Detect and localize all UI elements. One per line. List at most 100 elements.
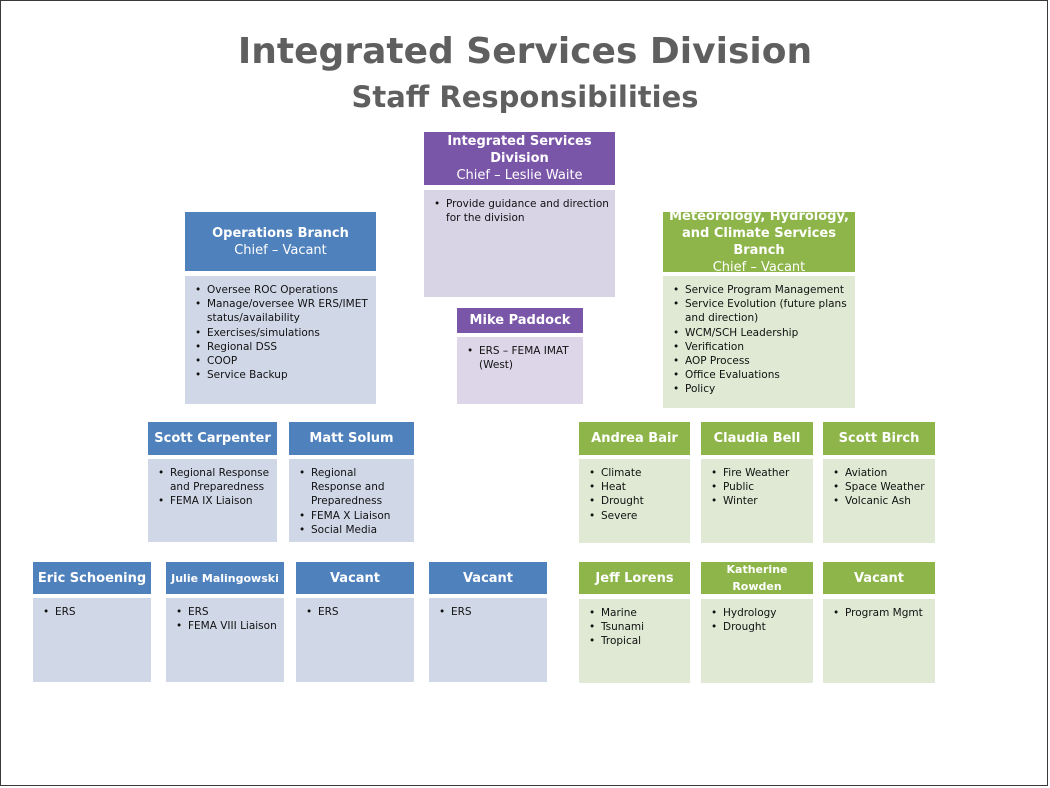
duty-item: Marine	[589, 606, 684, 620]
vacant-ers-name-2: Vacant	[462, 570, 514, 586]
division-chief-box: Integrated Services Division Chief – Les…	[424, 132, 615, 297]
duty-item: Service Program Management	[673, 283, 849, 297]
duty-item: ERS	[176, 605, 278, 619]
malingowski-header: Julie Malingowski	[166, 562, 284, 594]
duty-item: Office Evaluations	[673, 368, 849, 382]
duty-item: Tropical	[589, 634, 684, 648]
duty-item: FEMA X Liaison	[299, 509, 408, 523]
carpenter-header: Scott Carpenter	[148, 422, 277, 455]
duty-item: FEMA VIII Liaison	[176, 619, 278, 633]
duty-item: Regional Response and Preparedness	[158, 466, 271, 494]
paddock-duties: ERS – FEMA IMAT (West)	[457, 337, 583, 404]
paddock-box: Mike Paddock ERS – FEMA IMAT (West)	[457, 308, 583, 404]
division-chief-duties: Provide guidance and direction for the d…	[424, 190, 615, 297]
duty-item: Fire Weather	[711, 466, 807, 480]
malingowski-duties: ERS FEMA VIII Liaison	[166, 598, 284, 682]
operations-branch-role: Chief – Vacant	[234, 242, 327, 258]
carpenter-name: Scott Carpenter	[154, 431, 271, 446]
duty-item: Hydrology	[711, 606, 807, 620]
birch-duties: Aviation Space Weather Volcanic Ash	[823, 459, 935, 543]
duty-item: Volcanic Ash	[833, 494, 929, 508]
page-title: Integrated Services Division	[237, 31, 813, 72]
vacant-ers-box-1: Vacant ERS	[296, 562, 414, 682]
duty-item: Program Mgmt	[833, 606, 929, 620]
solum-header: Matt Solum	[289, 422, 414, 455]
duty-item: Space Weather	[833, 480, 929, 494]
birch-header: Scott Birch	[823, 422, 935, 455]
solum-duties: Regional Response and Preparedness FEMA …	[289, 459, 414, 542]
vacant-ers-box-2: Vacant ERS	[429, 562, 547, 682]
mhcs-branch-role: Chief – Vacant	[712, 260, 806, 275]
duty-item: Winter	[711, 494, 807, 508]
division-chief-header: Integrated Services Division Chief – Les…	[424, 132, 615, 185]
solum-box: Matt Solum Regional Response and Prepare…	[289, 422, 414, 542]
operations-branch-header: Operations Branch Chief – Vacant	[185, 212, 376, 271]
bell-name: Claudia Bell	[713, 431, 801, 446]
duty-item: WCM/SCH Leadership	[673, 326, 849, 340]
duty-item: COOP	[195, 354, 370, 368]
bair-name: Andrea Bair	[591, 431, 678, 446]
duty-item: Tsunami	[589, 620, 684, 634]
page-subtitle: Staff Responsibilities	[351, 80, 699, 114]
vacant-program-name: Vacant	[853, 570, 905, 586]
rowden-duties: Hydrology Drought	[701, 599, 813, 683]
vacant-program-box: Vacant Program Mgmt	[823, 562, 935, 683]
bell-header: Claudia Bell	[701, 422, 813, 455]
duty-item: Regional Response and Preparedness	[299, 466, 408, 509]
duty-item: FEMA IX Liaison	[158, 494, 271, 508]
duty-item: Regional DSS	[195, 340, 370, 354]
duty-item: ERS – FEMA IMAT (West)	[467, 344, 577, 372]
lorens-box: Jeff Lorens Marine Tsunami Tropical	[579, 562, 690, 683]
bell-box: Claudia Bell Fire Weather Public Winter	[701, 422, 813, 543]
duty-item: Oversee ROC Operations	[195, 283, 370, 297]
vacant-program-header: Vacant	[823, 562, 935, 594]
schoening-duties: ERS	[33, 598, 151, 682]
birch-name: Scott Birch	[838, 431, 920, 446]
duty-item: Drought	[711, 620, 807, 634]
division-name: Integrated Services Division	[447, 134, 592, 166]
vacant-ers-duties-1: ERS	[296, 598, 414, 682]
duty-item: Drought	[589, 494, 684, 508]
duty-item: Service Backup	[195, 368, 370, 382]
duty-item: Manage/oversee WR ERS/IMET status/availa…	[195, 297, 370, 325]
birch-box: Scott Birch Aviation Space Weather Volca…	[823, 422, 935, 543]
duty-item: AOP Process	[673, 354, 849, 368]
duty-item: Heat	[589, 480, 684, 494]
bair-duties: Climate Heat Drought Severe	[579, 459, 690, 543]
mhcs-branch-box: Meteorology, Hydrology, and Climate Serv…	[663, 209, 855, 408]
duty-item: Policy	[673, 382, 849, 396]
rowden-header: Katherine Rowden	[701, 562, 813, 594]
malingowski-name: Julie Malingowski	[171, 571, 279, 585]
mhcs-branch-duties: Service Program Management Service Evolu…	[663, 276, 855, 408]
duty-item: Public	[711, 480, 807, 494]
carpenter-duties: Regional Response and Preparedness FEMA …	[148, 459, 277, 542]
duty-item: Aviation	[833, 466, 929, 480]
schoening-header: Eric Schoening	[33, 562, 151, 594]
vacant-ers-header-2: Vacant	[429, 562, 547, 594]
mhcs-branch-header: Meteorology, Hydrology, and Climate Serv…	[663, 209, 855, 275]
vacant-ers-duties-2: ERS	[429, 598, 547, 682]
duty-item: ERS	[306, 605, 408, 619]
bell-duties: Fire Weather Public Winter	[701, 459, 813, 543]
mhcs-branch-name: Meteorology, Hydrology, and Climate Serv…	[669, 209, 849, 258]
duty-item: Provide guidance and direction for the d…	[434, 197, 609, 225]
paddock-header: Mike Paddock	[457, 308, 583, 333]
division-chief-role: Chief – Leslie Waite	[456, 168, 583, 183]
duty-item: Severe	[589, 509, 684, 523]
lorens-name: Jeff Lorens	[595, 570, 674, 586]
bair-header: Andrea Bair	[579, 422, 690, 455]
paddock-name: Mike Paddock	[469, 313, 571, 328]
lorens-duties: Marine Tsunami Tropical	[579, 599, 690, 683]
duty-item: Service Evolution (future plans and dire…	[673, 297, 849, 325]
malingowski-box: Julie Malingowski ERS FEMA VIII Liaison	[166, 562, 284, 682]
duty-item: Exercises/simulations	[195, 326, 370, 340]
duty-item: ERS	[43, 605, 145, 619]
schoening-box: Eric Schoening ERS	[33, 562, 151, 682]
rowden-name: Katherine Rowden	[726, 563, 788, 593]
bair-box: Andrea Bair Climate Heat Drought Severe	[579, 422, 690, 543]
duty-item: Climate	[589, 466, 684, 480]
operations-branch-duties: Oversee ROC Operations Manage/oversee WR…	[185, 276, 376, 404]
vacant-ers-header-1: Vacant	[296, 562, 414, 594]
duty-item: ERS	[439, 605, 541, 619]
